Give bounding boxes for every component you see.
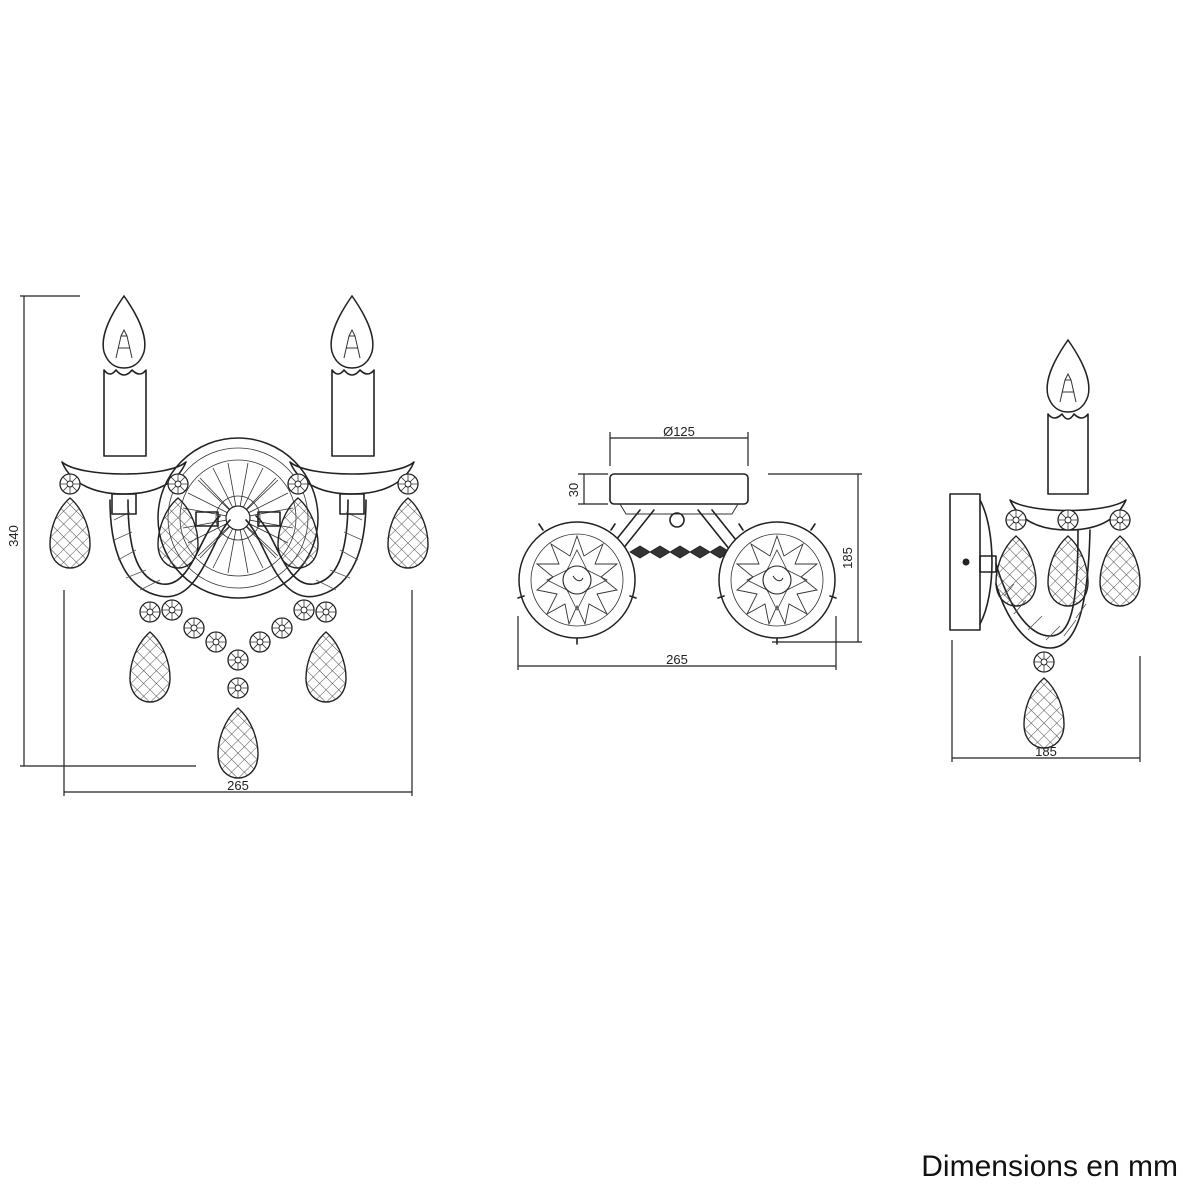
top-thickness-label: 30 — [566, 483, 581, 497]
top-depth-dimension: 185 — [768, 473, 862, 643]
front-view: 340 265 — [6, 295, 429, 796]
top-width-label: 265 — [666, 652, 688, 667]
top-disc-prongs — [517, 523, 837, 645]
side-wall-plate — [949, 493, 997, 631]
top-right-disc — [718, 521, 836, 639]
front-height-dimension: 340 — [6, 295, 196, 767]
front-height-label: 340 — [6, 525, 21, 547]
side-candle — [1009, 339, 1127, 531]
front-arms — [109, 499, 367, 598]
top-width-dimension: 265 — [517, 616, 837, 670]
top-left-disc — [518, 521, 636, 639]
top-diameter-dimension: Ø125 — [609, 424, 749, 466]
top-thickness-dimension: 30 — [566, 473, 608, 505]
front-width-label: 265 — [227, 778, 249, 793]
top-wall-plate — [609, 473, 749, 515]
units-caption: Dimensions en mm — [921, 1150, 1178, 1183]
top-depth-label: 185 — [840, 547, 855, 569]
top-diameter-label: Ø125 — [663, 424, 695, 439]
side-view: 185 — [949, 339, 1141, 762]
front-width-dimension: 265 — [63, 590, 413, 796]
front-garland — [129, 599, 347, 779]
top-view: Ø125 30 185 265 — [517, 424, 862, 670]
